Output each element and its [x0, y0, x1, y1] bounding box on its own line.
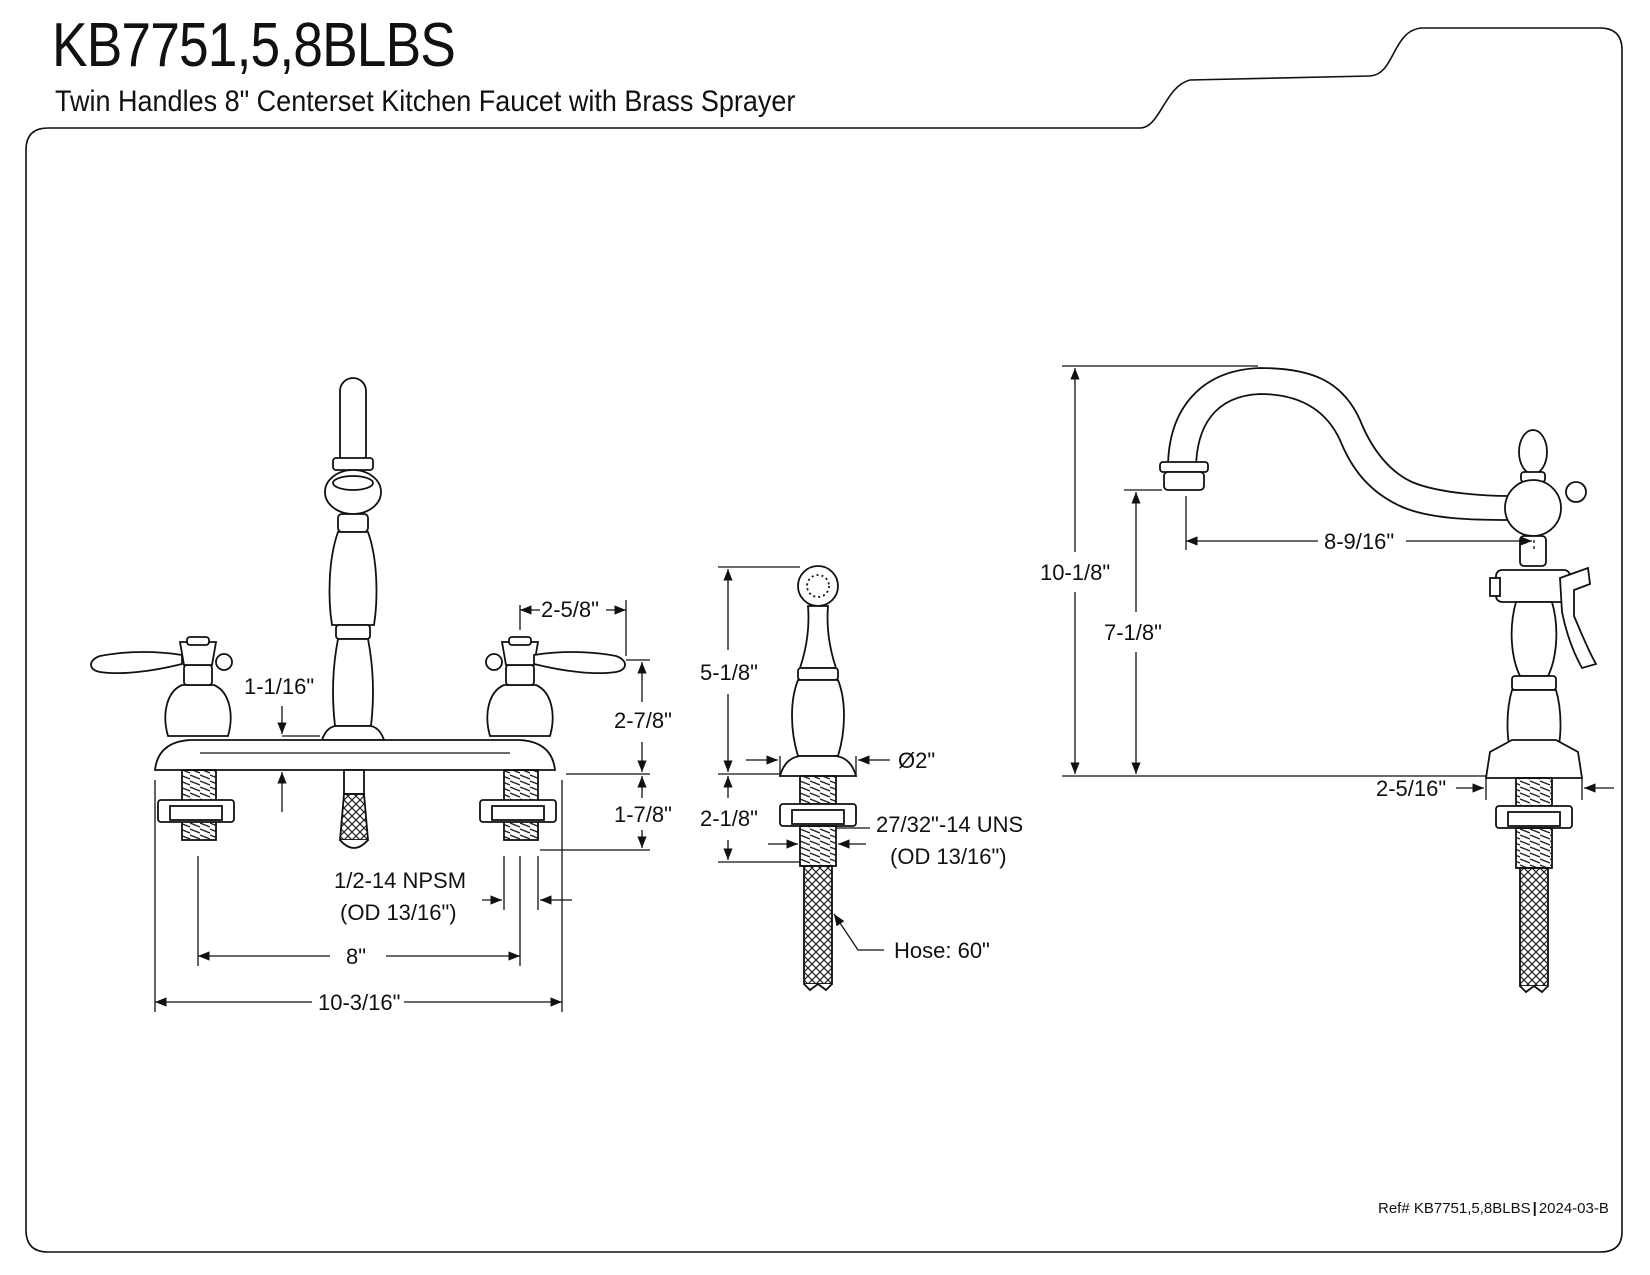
dim-spout-height: 7-1/8": [1104, 620, 1162, 645]
sprayer-view: [778, 565, 858, 992]
model-title: KB7751,5,8BLBS: [52, 11, 456, 80]
dim-sprayer-height: 5-1/8": [700, 660, 758, 685]
dim-center-spread: 8": [346, 944, 366, 969]
product-subtitle: Twin Handles 8" Centerset Kitchen Faucet…: [55, 85, 796, 118]
dim-uns-thread: 27/32"-14 UNS: [876, 812, 1023, 837]
reference-separator: |: [1532, 1200, 1537, 1217]
dim-hose-length: Hose: 60": [894, 938, 990, 963]
dim-spout-reach: 8-9/16": [1324, 529, 1394, 554]
dim-sprayer-shank: 2-1/8": [700, 806, 758, 831]
dim-sprayer-diameter: Ø2": [898, 748, 935, 773]
dim-base-depth: 2-5/16": [1376, 776, 1446, 801]
reference-model: Ref# KB7751,5,8BLBS: [1378, 1200, 1531, 1217]
dim-deck-thickness: 1-1/16": [244, 674, 314, 699]
drawing-frame: [25, 27, 1623, 1253]
dim-npsm-thread: 1/2-14 NPSM: [334, 868, 466, 893]
front-view-faucet: [90, 377, 626, 849]
reference-footer: Ref# KB7751,5,8BLBS|2024-03-B: [1378, 1200, 1609, 1217]
dim-npsm-od: (OD 13/16"): [340, 900, 457, 925]
side-view-faucet: [1159, 367, 1598, 994]
dim-shank-length: 1-7/8": [614, 802, 672, 827]
dim-handle-offset: 2-5/8": [541, 597, 599, 622]
dim-uns-od: (OD 13/16"): [890, 844, 1007, 869]
dim-overall-width: 10-3/16": [318, 990, 400, 1015]
reference-revision: 2024-03-B: [1538, 1200, 1609, 1217]
dim-overall-height: 10-1/8": [1040, 560, 1110, 585]
dim-handle-height: 2-7/8": [614, 708, 672, 733]
